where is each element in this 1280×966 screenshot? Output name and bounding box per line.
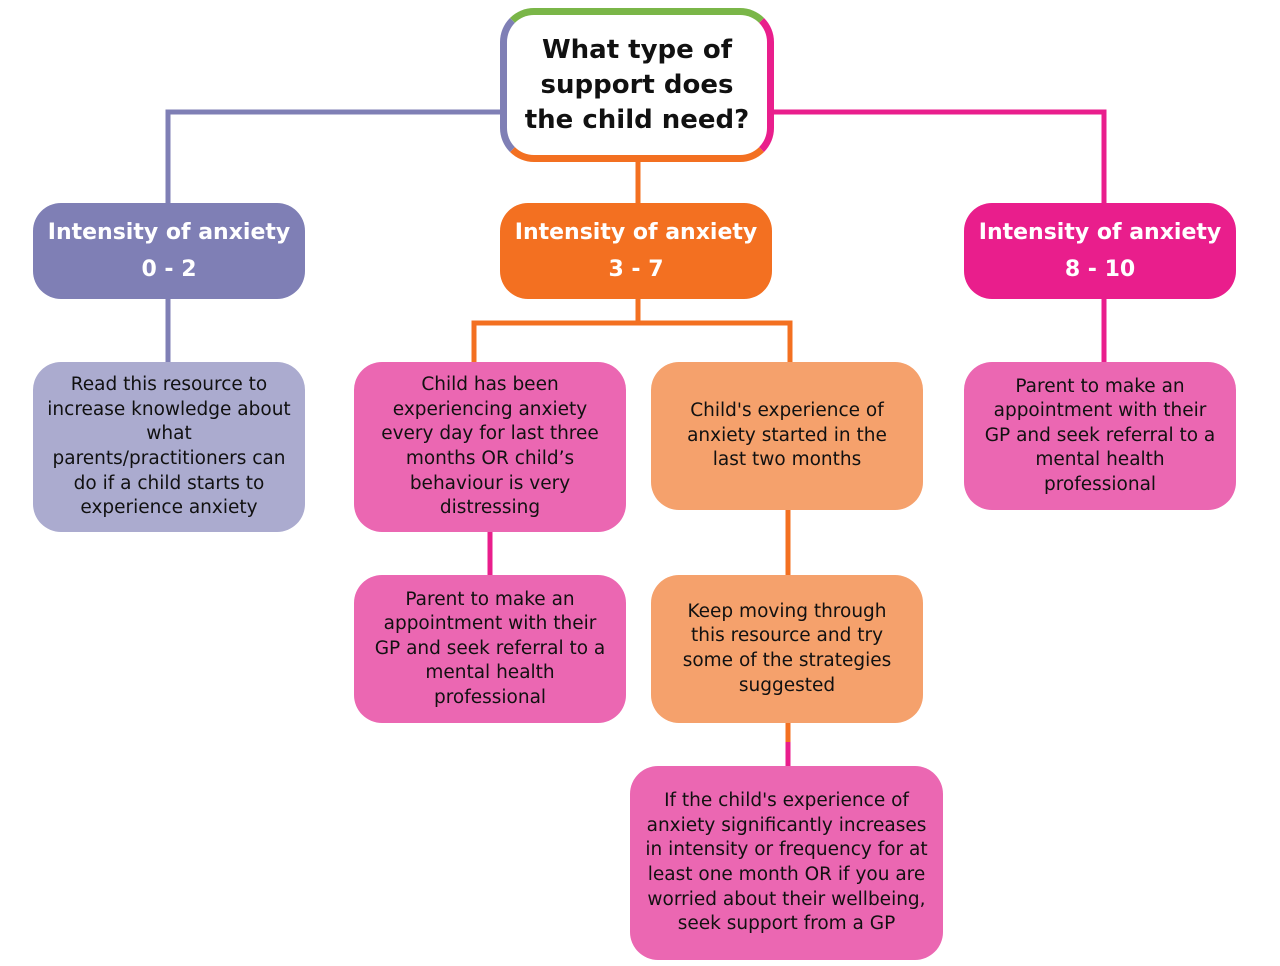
outcome-mid-three-months: Child has been experiencing anxiety ever… [354, 362, 626, 532]
level-high-title: Intensity of anxiety [978, 220, 1222, 245]
level-high-box: Intensity of anxiety 8 - 10 [964, 203, 1236, 299]
level-mid-box: Intensity of anxiety 3 - 7 [500, 203, 772, 299]
outcome-mid-keep-moving: Keep moving through this resource and tr… [651, 575, 923, 723]
outcome-mid-two-months-text: Child's experience of anxiety started in… [687, 400, 887, 471]
level-mid-title: Intensity of anxiety [514, 220, 758, 245]
connector-root-to-low [165, 109, 502, 205]
root-question-box: What type of support does the child need… [507, 15, 767, 155]
level-mid-range: 3 - 7 [608, 257, 664, 282]
outcome-mid-three-months-text: Child has been experiencing anxiety ever… [381, 374, 599, 519]
outcome-mid-keep-moving-text: Keep moving through this resource and tr… [682, 600, 892, 696]
outcome-high-gp: Parent to make an appointment with their… [964, 362, 1236, 510]
level-high-range: 8 - 10 [1064, 257, 1136, 282]
outcome-mid-three-months-gp-text: Parent to make an appointment with their… [374, 588, 606, 708]
root-question-text: What type of support does the child need… [524, 34, 750, 135]
level-low-range: 0 - 2 [141, 257, 197, 282]
level-low-box: Intensity of anxiety 0 - 2 [33, 203, 305, 299]
connector-root-to-high [772, 109, 1107, 205]
outcome-mid-three-months-gp: Parent to make an appointment with their… [354, 575, 626, 723]
connector-mid-split-right [638, 320, 793, 365]
outcome-high-gp-text: Parent to make an appointment with their… [984, 375, 1216, 495]
outcome-low-read-resource: Read this resource to increase knowledge… [33, 362, 305, 532]
connector-mid-split [471, 298, 641, 365]
outcome-mid-if-increases: If the child's experience of anxiety sig… [630, 766, 943, 960]
outcome-mid-if-increases-text: If the child's experience of anxiety sig… [645, 790, 928, 935]
level-low-title: Intensity of anxiety [47, 220, 291, 245]
root-question-border [500, 8, 774, 162]
outcome-mid-two-months: Child's experience of anxiety started in… [651, 362, 923, 510]
outcome-low-read-resource-text: Read this resource to increase knowledge… [47, 374, 291, 519]
